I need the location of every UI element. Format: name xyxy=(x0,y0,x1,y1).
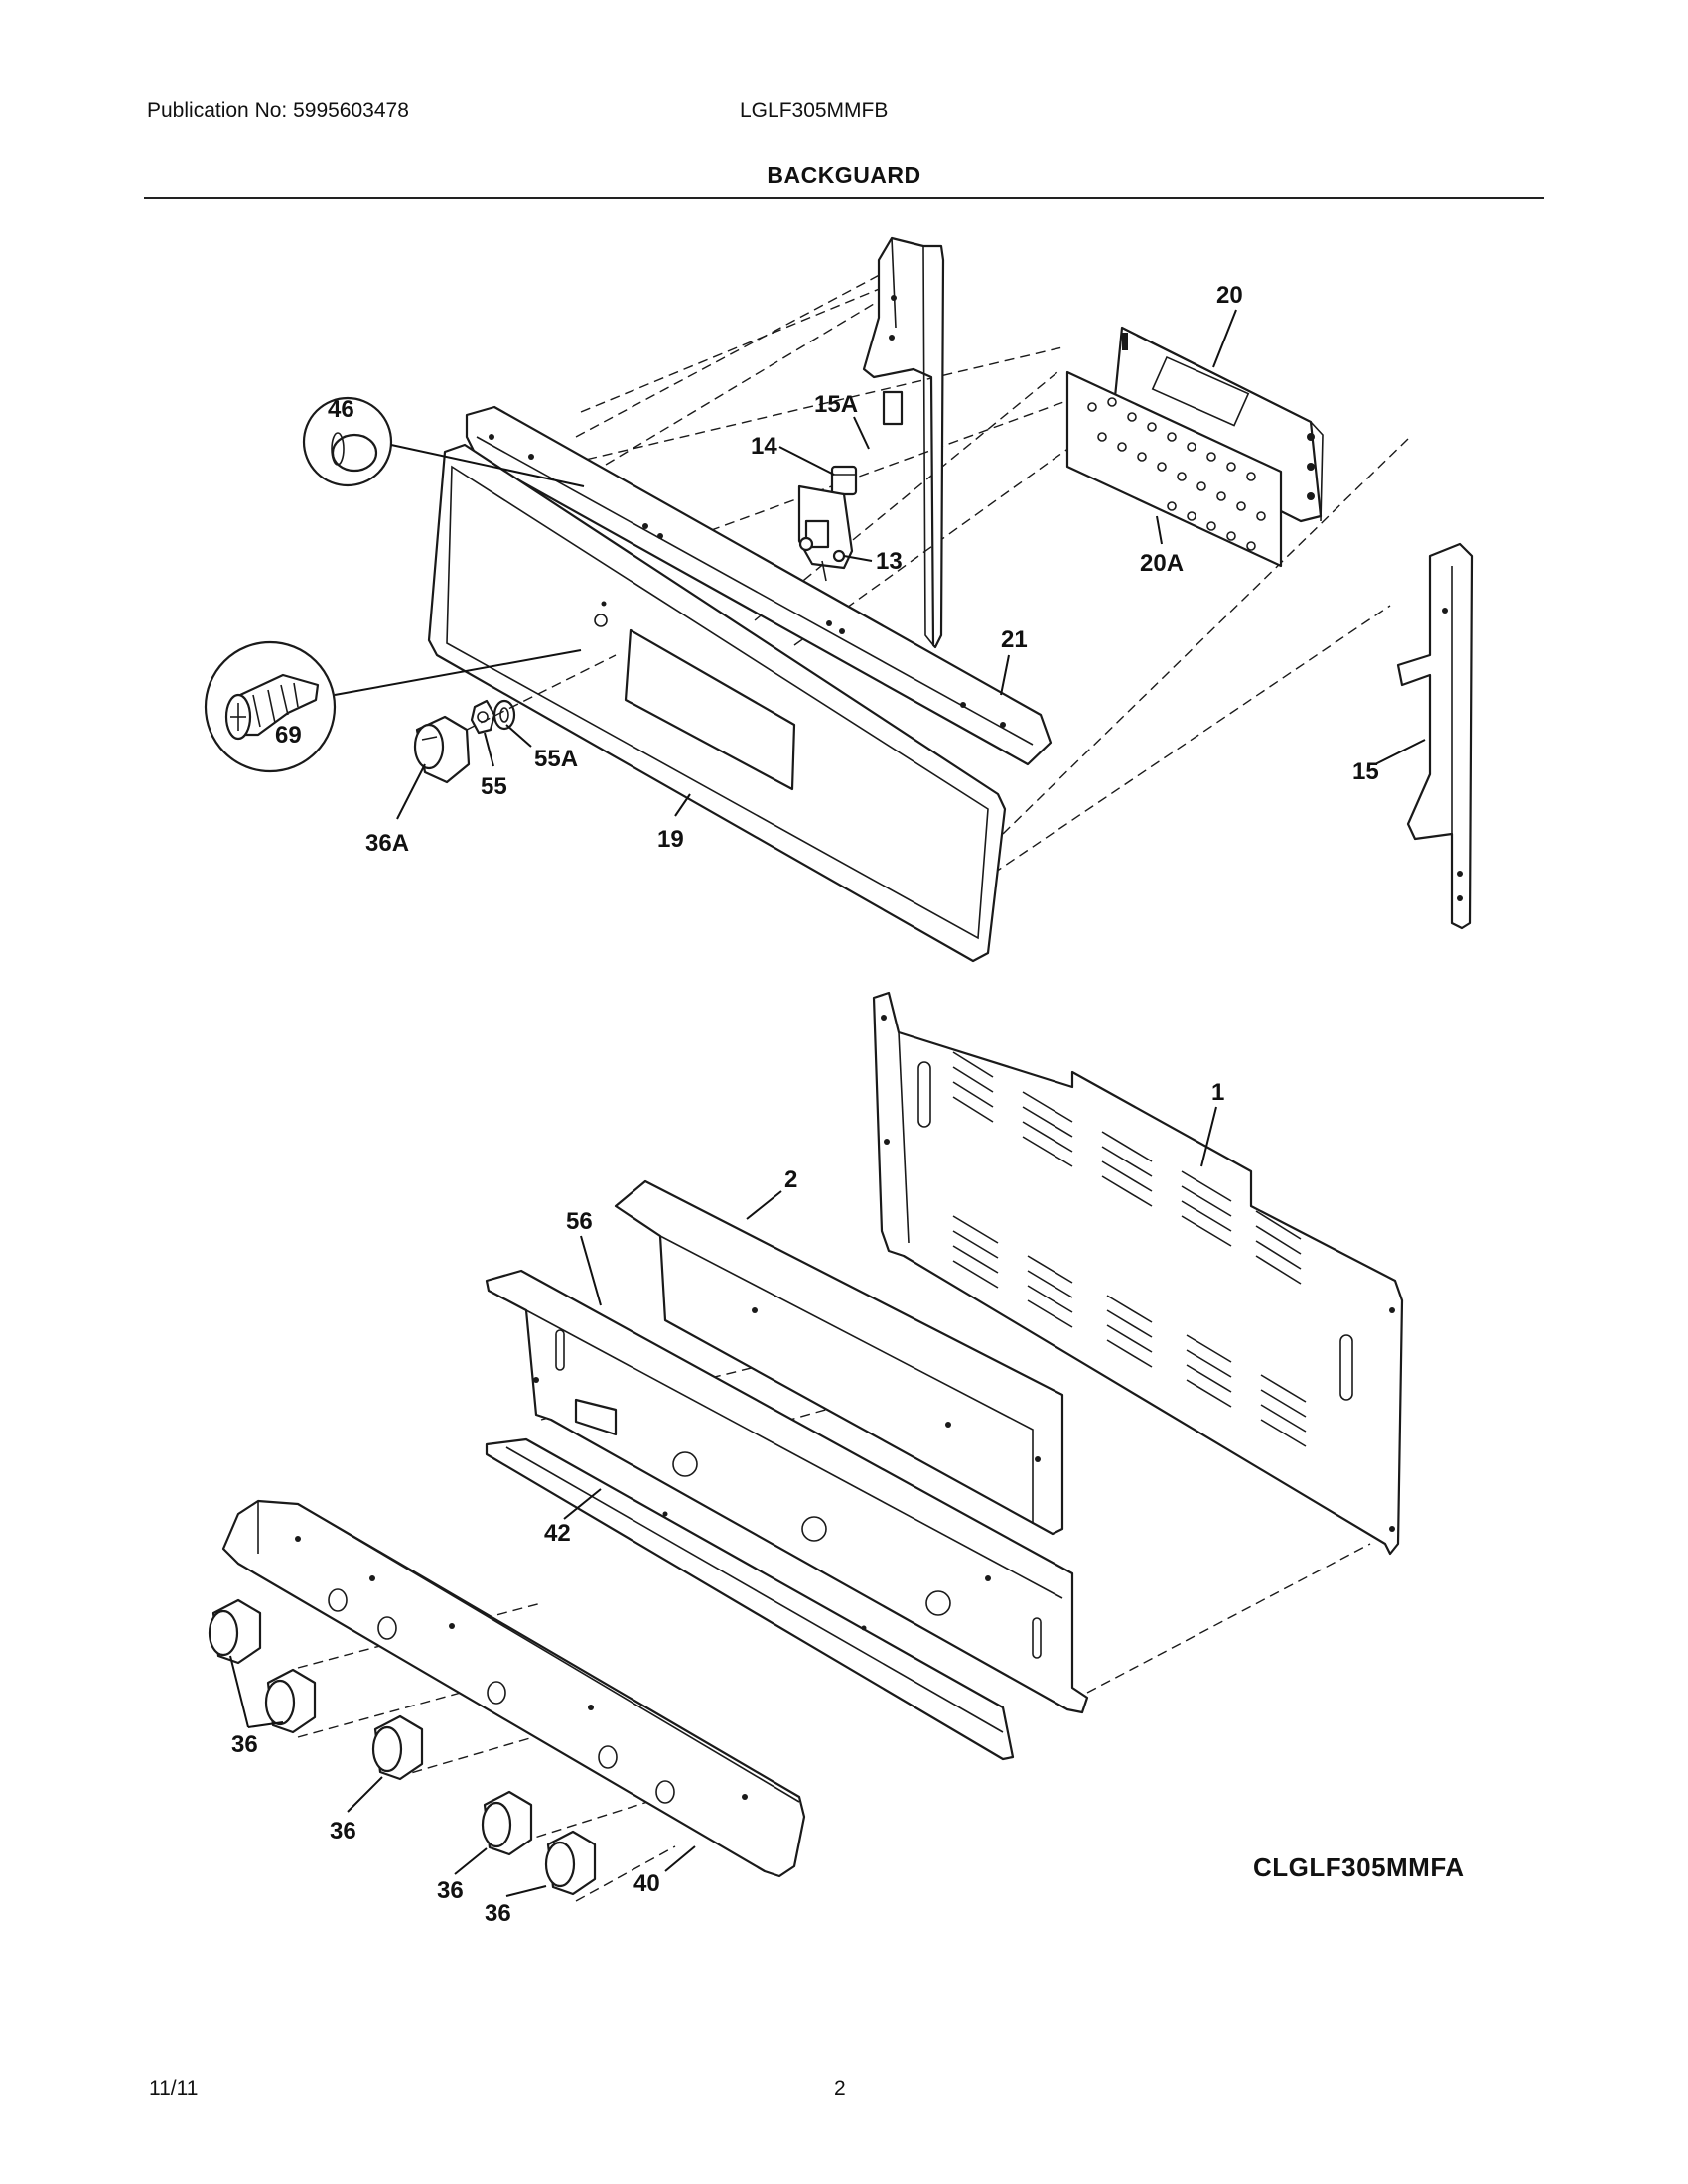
callout-36-c: 36 xyxy=(437,1877,464,1904)
part-19-backguard-panel xyxy=(427,443,1007,963)
callout-36A: 36A xyxy=(365,830,409,857)
callout-55: 55 xyxy=(481,773,507,800)
part-36-knob-2 xyxy=(264,1668,317,1734)
callout-55A: 55A xyxy=(534,746,578,772)
part-56-manifold-panel xyxy=(485,1269,1089,1714)
callout-20: 20 xyxy=(1216,282,1243,309)
callout-56: 56 xyxy=(566,1208,593,1235)
part-55A-washer xyxy=(492,699,516,731)
callout-15A: 15A xyxy=(814,391,858,418)
callout-2: 2 xyxy=(784,1166,797,1193)
part-69-screw-callout xyxy=(204,640,582,773)
part-36-knob-4 xyxy=(481,1790,533,1856)
part-13-valve xyxy=(797,484,854,582)
callout-labels: 20 15A 14 13 20A 46 69 21 55A 55 36A 19 … xyxy=(231,282,1379,1927)
callout-19: 19 xyxy=(657,826,684,853)
part-20A-touchpad-overlay xyxy=(1065,370,1283,568)
callout-69: 69 xyxy=(275,722,302,749)
callout-1: 1 xyxy=(1211,1079,1224,1106)
header-rule xyxy=(144,197,1544,199)
callout-21: 21 xyxy=(1001,626,1028,653)
callout-20A: 20A xyxy=(1140,550,1184,577)
part-36-knob-3 xyxy=(371,1714,424,1781)
part-15A-bracket xyxy=(862,236,945,649)
callout-46: 46 xyxy=(328,396,354,423)
callout-13: 13 xyxy=(876,548,903,575)
model-number: LGLF305MMFB xyxy=(740,99,889,122)
callout-36-d: 36 xyxy=(485,1900,511,1927)
part-36-knob-5 xyxy=(544,1830,597,1896)
diagram-code: CLGLF305MMFA xyxy=(1253,1852,1465,1882)
callout-15: 15 xyxy=(1352,758,1379,785)
part-55-nut xyxy=(470,699,496,735)
knob-alignment-line xyxy=(466,654,617,731)
callout-36-b: 36 xyxy=(330,1818,356,1844)
leader-lines xyxy=(229,309,1426,1897)
part-1-rear-panel xyxy=(872,991,1404,1556)
part-21-trim-rail xyxy=(465,405,1053,766)
callout-40: 40 xyxy=(633,1870,660,1897)
part-36-knob-1 xyxy=(208,1598,262,1665)
page-number: 2 xyxy=(834,2077,846,2100)
part-36A-knob xyxy=(413,715,471,784)
callout-36-a: 36 xyxy=(231,1731,258,1758)
part-40-control-panel xyxy=(221,1499,806,1878)
callout-14: 14 xyxy=(751,433,777,460)
part-46-plug-callout xyxy=(302,396,585,487)
part-42-trim-strip xyxy=(485,1437,1015,1761)
section-title: BACKGUARD xyxy=(767,162,921,188)
footer-date: 11/11 xyxy=(149,2077,199,2100)
part-14-switch xyxy=(830,465,858,496)
part-15-side-bracket xyxy=(1396,542,1474,930)
publication-number: Publication No: 5995603478 xyxy=(147,99,409,122)
part-2-cover xyxy=(614,1179,1064,1536)
callout-42: 42 xyxy=(544,1520,571,1547)
